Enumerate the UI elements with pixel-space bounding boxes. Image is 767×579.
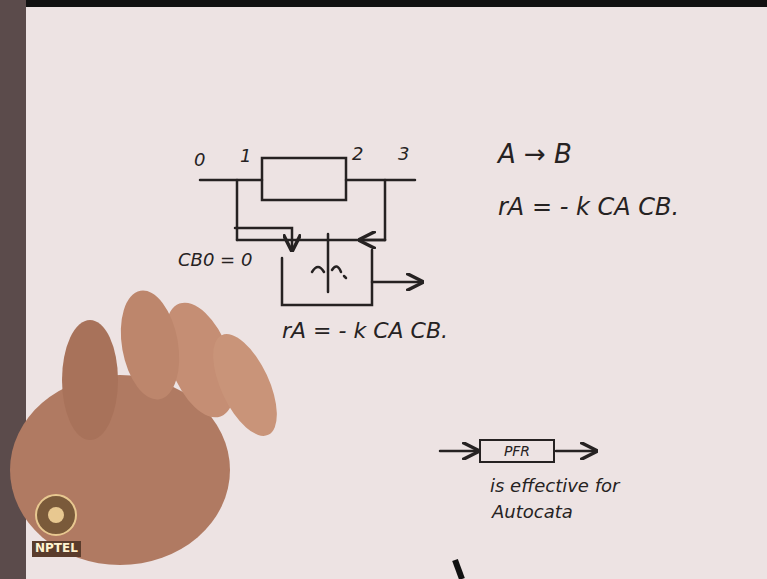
handwritten-note: rA = - k CA CB. xyxy=(498,194,679,222)
handwritten-note: is effective for xyxy=(490,476,619,497)
nptel-logo xyxy=(36,495,76,535)
frame-edge xyxy=(0,0,767,7)
stream-point-number: 0 xyxy=(194,150,205,171)
stream-point-number: 1 xyxy=(240,146,251,167)
recycle-reactor xyxy=(200,158,415,240)
reactor-box: PFR xyxy=(479,439,555,463)
reactor-label: PFR xyxy=(504,443,530,459)
stream-point-number: 3 xyxy=(398,144,409,165)
handwritten-note: A → B xyxy=(498,140,572,170)
logo-text: NPTEL xyxy=(32,541,81,557)
stirred-tank xyxy=(235,228,422,305)
presenter-hand xyxy=(10,286,290,565)
stream-point-number: 2 xyxy=(352,144,363,165)
handwritten-note: Autocata xyxy=(492,502,573,523)
handwritten-note: rA = - k CA CB. xyxy=(282,318,448,343)
handwritten-note: CB0 = 0 xyxy=(178,250,252,271)
pen-tip xyxy=(455,560,462,579)
